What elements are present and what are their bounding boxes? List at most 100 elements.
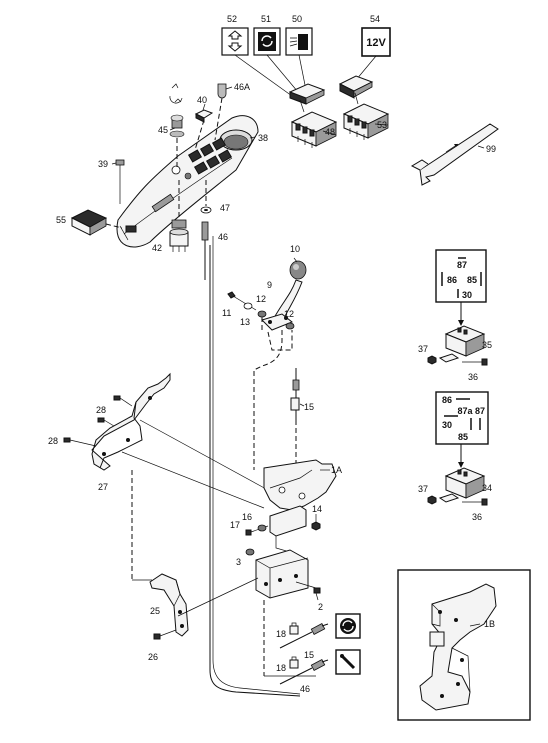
callout-37-upper: 37 <box>418 344 428 354</box>
callout-2: 2 <box>318 602 323 612</box>
switch-icon-54: 12V <box>361 27 391 57</box>
callout-16: 16 <box>242 512 252 522</box>
bolt-26 <box>153 629 177 640</box>
bolt-39 <box>115 159 125 204</box>
bracket-25 <box>149 573 189 637</box>
callout-14: 14 <box>312 504 322 514</box>
cable-end-lower <box>279 658 329 685</box>
inset-box-1b <box>397 569 531 721</box>
switch-icon-51 <box>253 27 281 56</box>
callout-37-lower: 37 <box>418 484 428 494</box>
callout-17: 17 <box>230 520 240 530</box>
relay-35 <box>444 325 486 357</box>
voltage-label: 12V <box>366 37 386 49</box>
cable-end-46 <box>201 221 209 280</box>
callout-27: 27 <box>98 482 108 492</box>
cable-end-upper <box>279 622 329 649</box>
washer-12b <box>285 322 295 330</box>
bolt-36a <box>462 358 488 366</box>
bolt-11 <box>227 291 257 311</box>
callout-35: 35 <box>482 340 492 350</box>
callout-36-lower: 36 <box>472 512 482 522</box>
removal-tool-99 <box>410 123 499 186</box>
callout-99: 99 <box>486 144 496 154</box>
relay-pin-85: 85 <box>467 275 477 285</box>
callout-18-upper: 18 <box>276 629 286 639</box>
cap-40 <box>194 109 214 123</box>
switch-icon-52 <box>221 27 249 56</box>
callout-26: 26 <box>148 652 158 662</box>
cable-46 <box>209 245 301 697</box>
switch-55 <box>70 209 108 236</box>
callout-36-upper: 36 <box>468 372 478 382</box>
relay-pin-86: 86 <box>442 395 452 405</box>
rocker-cap-left <box>288 83 326 105</box>
console-switch-slots <box>187 137 233 175</box>
washer-13 <box>243 302 253 310</box>
callout-51: 51 <box>261 14 271 24</box>
callout-9: 9 <box>267 280 272 290</box>
switch-icon-50 <box>285 27 313 56</box>
callout-48: 48 <box>325 127 335 137</box>
rotate-arrows-icon <box>258 32 276 51</box>
knob-45 <box>169 114 185 138</box>
spray-icon <box>289 34 308 50</box>
rocker-cap-right <box>338 75 374 99</box>
clip-18b <box>289 656 299 669</box>
lever-icon <box>335 649 361 675</box>
callout-1b: 1B <box>484 619 495 629</box>
relay-pin-86: 86 <box>447 275 457 285</box>
bolt-28-mid <box>97 417 115 427</box>
washer-12a <box>257 310 267 318</box>
bracket-27 <box>91 372 171 471</box>
relay-pin-87: 87 <box>475 406 485 416</box>
relay-34 <box>444 467 486 499</box>
relay-pin-85: 85 <box>458 432 468 442</box>
callout-46a: 46A <box>234 82 250 92</box>
lever-knob-10 <box>289 260 307 280</box>
clip-18a <box>289 622 299 635</box>
callout-15-upper: 15 <box>304 402 314 412</box>
knob-46a <box>217 83 227 99</box>
nut-37b <box>427 495 437 505</box>
nut-14 <box>311 521 321 531</box>
callout-labels: 52 51 50 54 46A 40 45 38 39 48 53 99 55 … <box>48 14 496 694</box>
callout-3: 3 <box>236 557 241 567</box>
washer-47 <box>200 206 212 214</box>
relay-pin-87: 87 <box>457 260 467 270</box>
lever-9 <box>261 279 303 331</box>
callout-28-upper: 28 <box>96 405 106 415</box>
switch-body-53 <box>342 103 390 140</box>
relay-pin-87a: 87a <box>457 406 473 416</box>
reel-rotate-icon <box>335 613 361 639</box>
cable-15 <box>290 368 300 420</box>
relay-pin-30: 30 <box>462 290 472 300</box>
washer-16 <box>257 524 267 532</box>
callout-10: 10 <box>290 244 300 254</box>
callout-47: 47 <box>220 203 230 213</box>
up-arrow-icon <box>227 30 243 40</box>
callout-15-lower: 15 <box>304 650 314 660</box>
callout-39: 39 <box>98 159 108 169</box>
callout-11: 11 <box>222 308 231 318</box>
callout-42: 42 <box>152 243 162 253</box>
callout-25: 25 <box>150 606 160 616</box>
bolt-2 <box>313 587 321 601</box>
callout-54: 54 <box>370 14 380 24</box>
callout-46-lower: 46 <box>300 684 310 694</box>
callout-40: 40 <box>197 95 207 105</box>
callout-34: 34 <box>482 483 492 493</box>
down-arrow-icon <box>227 42 243 52</box>
cable-route-15 <box>253 330 283 470</box>
callout-55: 55 <box>56 215 66 225</box>
nut-37a <box>427 355 437 365</box>
callout-45: 45 <box>158 125 168 135</box>
relay-diagram-87a: 86 87a 87 30 85 <box>435 391 489 445</box>
callout-28-lower: 28 <box>48 436 58 446</box>
callout-18-lower: 18 <box>276 663 286 673</box>
callout-53: 53 <box>377 120 387 130</box>
bolt-36b <box>462 498 488 506</box>
washer-3 <box>245 548 255 556</box>
potentiometer-42 <box>169 219 189 252</box>
